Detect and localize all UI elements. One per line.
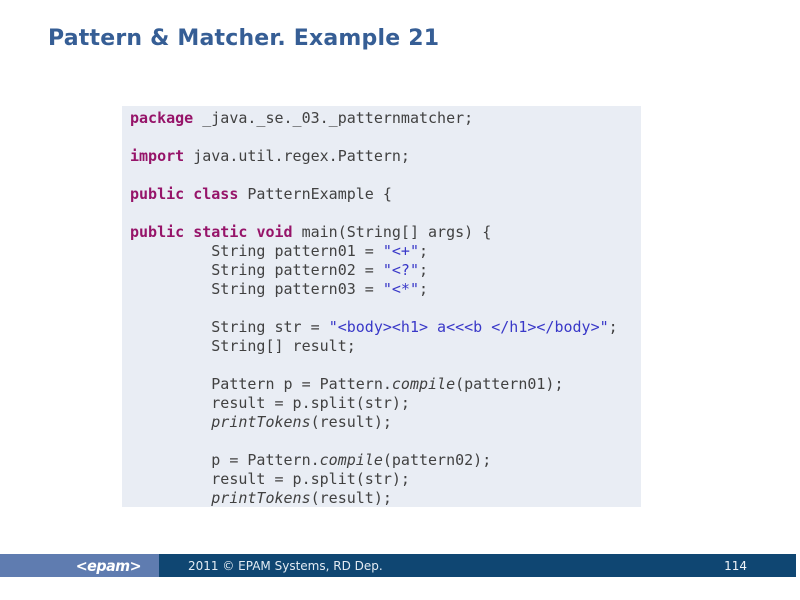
footer-bar: <epam> 2011 © EPAM Systems, RD Dep. 114 (0, 554, 796, 577)
code-text: String pattern03 = (130, 280, 383, 298)
code-text: Pattern p = Pattern. (130, 375, 392, 393)
code-keyword: static (193, 223, 248, 241)
code-line: public class PatternExample { (130, 185, 633, 204)
code-text: String[] result; (130, 337, 356, 355)
copyright-text: 2011 © EPAM Systems, RD Dep. (188, 558, 383, 573)
code-text: ; (608, 318, 618, 336)
code-line: printTokens(result); (130, 489, 633, 507)
code-line (130, 128, 633, 147)
code-text: (pattern02); (382, 451, 492, 469)
code-string: "<body><h1> a<<<b </h1></body>" (328, 318, 609, 336)
code-line (130, 166, 633, 185)
code-text (184, 223, 193, 241)
code-text: result = p.split(str); (130, 470, 410, 488)
page-number: 114 (724, 558, 747, 573)
code-text: ; (419, 261, 429, 279)
code-text: ; (419, 280, 429, 298)
code-text: (pattern01); (455, 375, 564, 393)
code-line (130, 299, 633, 318)
code-text: _java._se._03._patternmatcher; (193, 109, 474, 127)
code-string: "<?" (382, 261, 419, 279)
code-line: String pattern01 = "<+"; (130, 242, 633, 261)
code-line: import java.util.regex.Pattern; (130, 147, 633, 166)
code-text (130, 489, 211, 507)
code-text (130, 413, 211, 431)
code-line: String str = "<body><h1> a<<<b </h1></bo… (130, 318, 633, 337)
code-text: ; (419, 242, 429, 260)
code-keyword: package (130, 109, 194, 127)
code-line (130, 204, 633, 223)
code-line: result = p.split(str); (130, 394, 633, 413)
code-block: package _java._se._03._patternmatcher;im… (122, 106, 641, 507)
code-keyword: import (130, 147, 185, 165)
code-method: printTokens (211, 489, 311, 507)
code-text: String pattern01 = (130, 242, 383, 260)
code-string: "<*" (382, 280, 419, 298)
code-text: String pattern02 = (130, 261, 383, 279)
code-string: "<+" (382, 242, 419, 260)
code-text: PatternExample { (238, 185, 392, 203)
code-text: main(String[] args) { (292, 223, 492, 241)
code-method: compile (319, 451, 383, 469)
epam-logo: <epam> (75, 556, 142, 575)
code-line: printTokens(result); (130, 413, 633, 432)
code-text: (result); (310, 413, 392, 431)
footer-info-section: 2011 © EPAM Systems, RD Dep. 114 (159, 554, 796, 577)
code-method: printTokens (211, 413, 311, 431)
code-keyword: class (193, 185, 239, 203)
code-line: String pattern02 = "<?"; (130, 261, 633, 280)
code-text: result = p.split(str); (130, 394, 410, 412)
footer-logo-section: <epam> (0, 554, 159, 577)
code-line: package _java._se._03._patternmatcher; (130, 109, 633, 128)
page-title: Pattern & Matcher. Example 21 (48, 26, 440, 51)
code-keyword: public (130, 223, 185, 241)
code-line: String pattern03 = "<*"; (130, 280, 633, 299)
code-text: p = Pattern. (130, 451, 320, 469)
code-line: p = Pattern.compile(pattern02); (130, 451, 633, 470)
code-text (184, 185, 193, 203)
code-text: String str = (130, 318, 329, 336)
code-line: String[] result; (130, 337, 633, 356)
code-method: compile (391, 375, 456, 393)
code-line: Pattern p = Pattern.compile(pattern01); (130, 375, 633, 394)
code-text: java.util.regex.Pattern; (184, 147, 410, 165)
code-keyword: public (130, 185, 185, 203)
code-line (130, 432, 633, 451)
code-line (130, 356, 633, 375)
code-line: result = p.split(str); (130, 470, 633, 489)
code-keyword: void (256, 223, 293, 241)
code-text: (result); (310, 489, 392, 507)
code-line: public static void main(String[] args) { (130, 223, 633, 242)
